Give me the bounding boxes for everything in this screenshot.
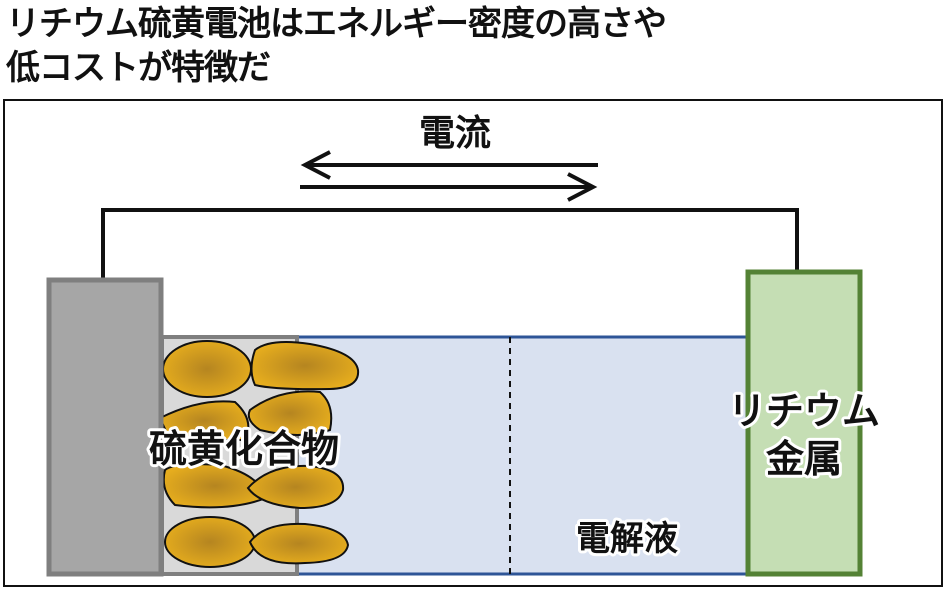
current-arrows [300, 150, 598, 202]
current-label: 電流 [419, 113, 491, 154]
sulfur-particles [158, 340, 360, 568]
electrolyte [295, 335, 750, 576]
lithium-anode [745, 269, 863, 577]
cathode-collector [46, 277, 164, 577]
headline-line-2: 低コストが特徴だ [6, 48, 271, 88]
anode-label-line-2: 金属 [765, 437, 842, 481]
cathode-label: 硫黄化合物 [149, 427, 339, 471]
headline: リチウム硫黄電池はエネルギー密度の高さや 低コストが特徴だ [6, 2, 667, 90]
arrow-right-head [567, 172, 598, 202]
anode-label-line-1: リチウム [728, 389, 880, 433]
electrolyte-label: 電解液 [576, 519, 678, 559]
headline-line-1: リチウム硫黄電池はエネルギー密度の高さや [6, 4, 667, 44]
arrow-left-head [300, 150, 331, 180]
external-wire [101, 208, 799, 280]
